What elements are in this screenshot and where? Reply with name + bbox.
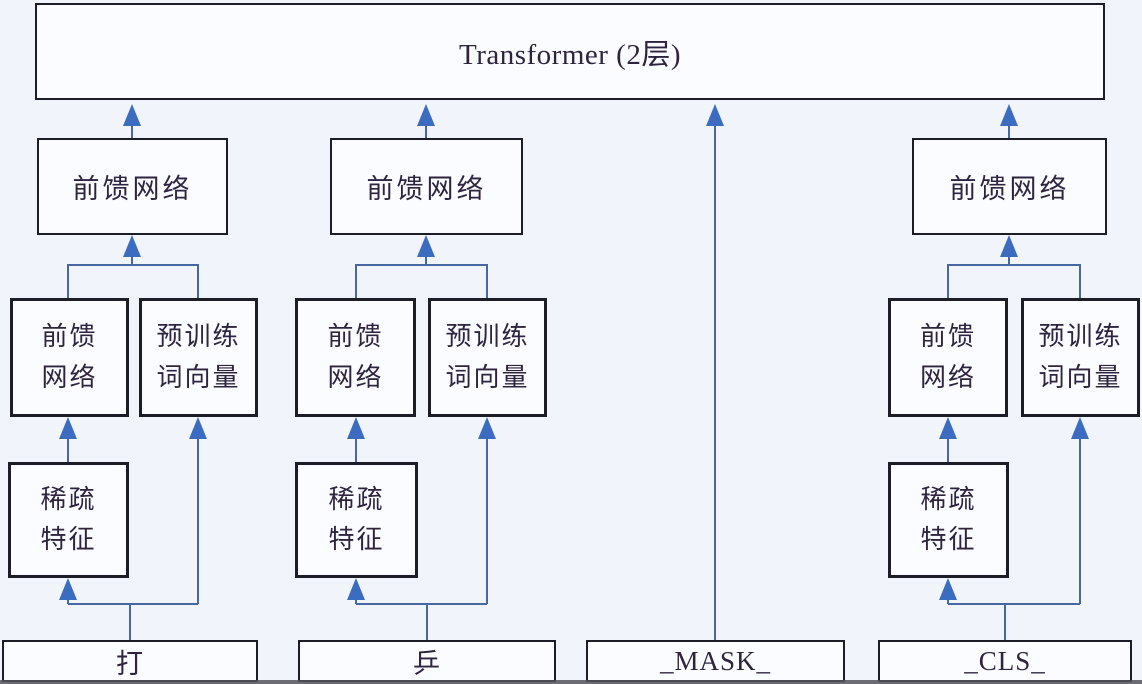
pretrained-embedding-label-col2: 预训练 词向量 <box>445 322 530 392</box>
arrow-up-icon <box>123 104 141 126</box>
arrow-up-icon <box>1071 417 1089 439</box>
transformer-layer-box: Transformer (2层) <box>35 3 1105 100</box>
arrow-up-icon <box>59 417 77 439</box>
sparse-feature-label-col4: 稀疏 特征 <box>920 484 977 554</box>
ffn-top-box-col1: 前馈网络 <box>37 138 228 235</box>
input-token-box-col3: _MASK_ <box>586 640 845 682</box>
input-token-label-col1: 打 <box>116 648 144 679</box>
input-token-box-col4: _CLS_ <box>878 640 1132 682</box>
ffn-sub-box-col1: 前馈 网络 <box>10 298 129 417</box>
pretrained-embedding-label-col1: 预训练 词向量 <box>156 322 241 392</box>
arrow-up-icon <box>59 578 77 600</box>
bottom-border-band <box>0 680 1142 684</box>
pretrained-embedding-box-col2: 预训练 词向量 <box>428 298 547 417</box>
transformer-layer-label: Transformer (2层) <box>459 38 681 71</box>
ffn-top-label-col2: 前馈网络 <box>366 174 487 204</box>
sparse-feature-label-col1: 稀疏 特征 <box>40 484 97 554</box>
arrow-up-icon <box>189 417 207 439</box>
sparse-feature-box-col1: 稀疏 特征 <box>8 462 129 578</box>
arrow-up-icon <box>939 417 957 439</box>
sparse-feature-box-col2: 稀疏 特征 <box>295 462 418 578</box>
sparse-feature-label-col2: 稀疏 特征 <box>328 484 385 554</box>
arrow-up-icon <box>347 417 365 439</box>
input-token-label-col3: _MASK_ <box>659 645 772 676</box>
arrow-up-icon <box>1000 104 1018 126</box>
arrow-up-icon <box>706 104 724 126</box>
ffn-top-box-col4: 前馈网络 <box>912 138 1107 235</box>
pretrained-embedding-label-col4: 预训练 词向量 <box>1038 322 1123 392</box>
arrow-up-icon <box>417 235 435 257</box>
arrow-up-icon <box>1000 235 1018 257</box>
merge-bracket <box>67 264 199 299</box>
arrow-up-icon <box>939 578 957 600</box>
input-token-box-col2: 乒 <box>298 640 556 682</box>
ffn-sub-label-col4: 前馈 网络 <box>919 322 976 392</box>
pretrained-embedding-box-col1: 预训练 词向量 <box>139 298 258 417</box>
input-token-label-col2: 乒 <box>413 648 441 679</box>
ffn-top-label-col4: 前馈网络 <box>949 174 1070 204</box>
ffn-sub-label-col1: 前馈 网络 <box>41 322 98 392</box>
arrow-up-icon <box>123 235 141 257</box>
arrow-up-icon <box>478 417 496 439</box>
input-token-label-col4: _CLS_ <box>964 645 1046 676</box>
sparse-feature-box-col4: 稀疏 特征 <box>888 462 1009 578</box>
pretrained-embedding-box-col4: 预训练 词向量 <box>1021 298 1140 417</box>
ffn-top-label-col1: 前馈网络 <box>72 174 193 204</box>
input-token-box-col1: 打 <box>2 640 258 682</box>
merge-bracket <box>947 264 1081 299</box>
arrow-up-icon <box>347 578 365 600</box>
ffn-sub-box-col4: 前馈 网络 <box>888 298 1008 417</box>
ffn-top-box-col2: 前馈网络 <box>330 138 523 235</box>
ffn-sub-label-col2: 前馈 网络 <box>327 322 384 392</box>
col3-connectors <box>706 104 724 640</box>
ffn-sub-box-col2: 前馈 网络 <box>295 298 416 417</box>
arrow-up-icon <box>417 104 435 126</box>
merge-bracket <box>355 264 488 299</box>
